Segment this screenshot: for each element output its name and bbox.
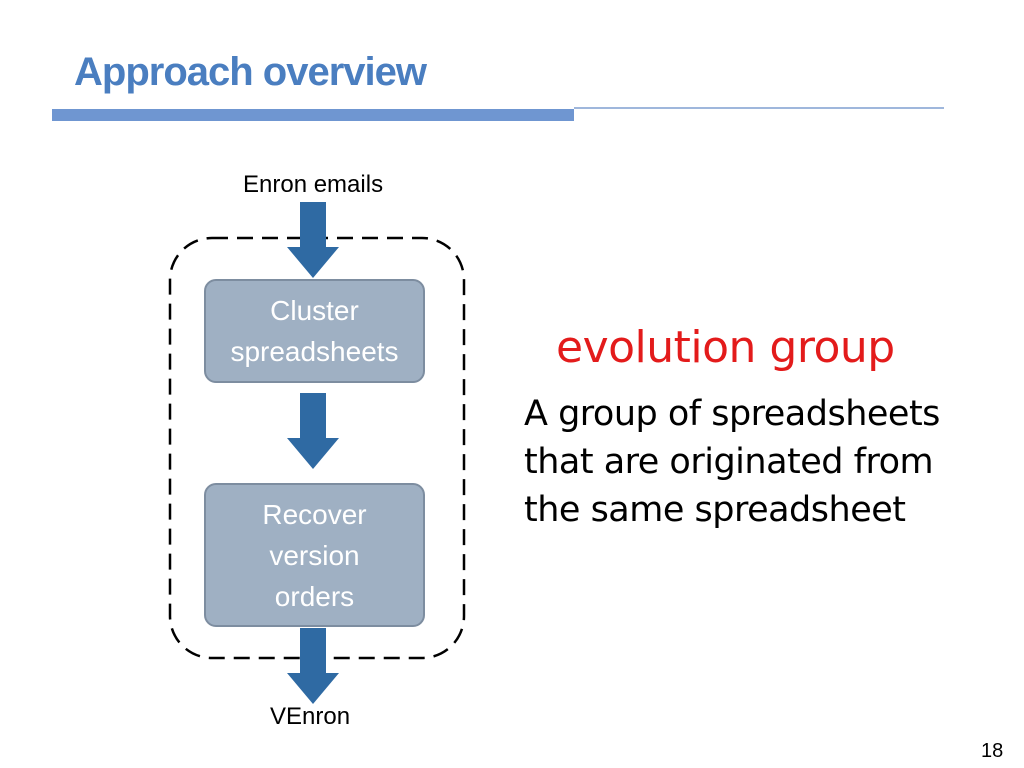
slide-title: Approach overview	[74, 50, 427, 94]
output-label: VEnron	[270, 703, 351, 730]
arrow-output	[287, 628, 339, 704]
arrow-input	[287, 202, 339, 278]
step-label: Recover version orders	[262, 498, 367, 612]
definition-text: A group of spreadsheets that are origina…	[524, 394, 940, 530]
definition-term: evolution group	[556, 322, 895, 373]
title-underline-thin	[574, 107, 944, 109]
title-underline-thick	[52, 109, 574, 121]
input-label: Enron emails	[243, 171, 384, 198]
step-label: Cluster spreadsheets	[230, 295, 399, 367]
page-number: 18	[981, 740, 1004, 762]
arrow-between-steps	[287, 393, 339, 469]
step-cluster-spreadsheets: Cluster spreadsheets	[204, 279, 425, 383]
step-recover-version-orders: Recover version orders	[204, 483, 425, 627]
